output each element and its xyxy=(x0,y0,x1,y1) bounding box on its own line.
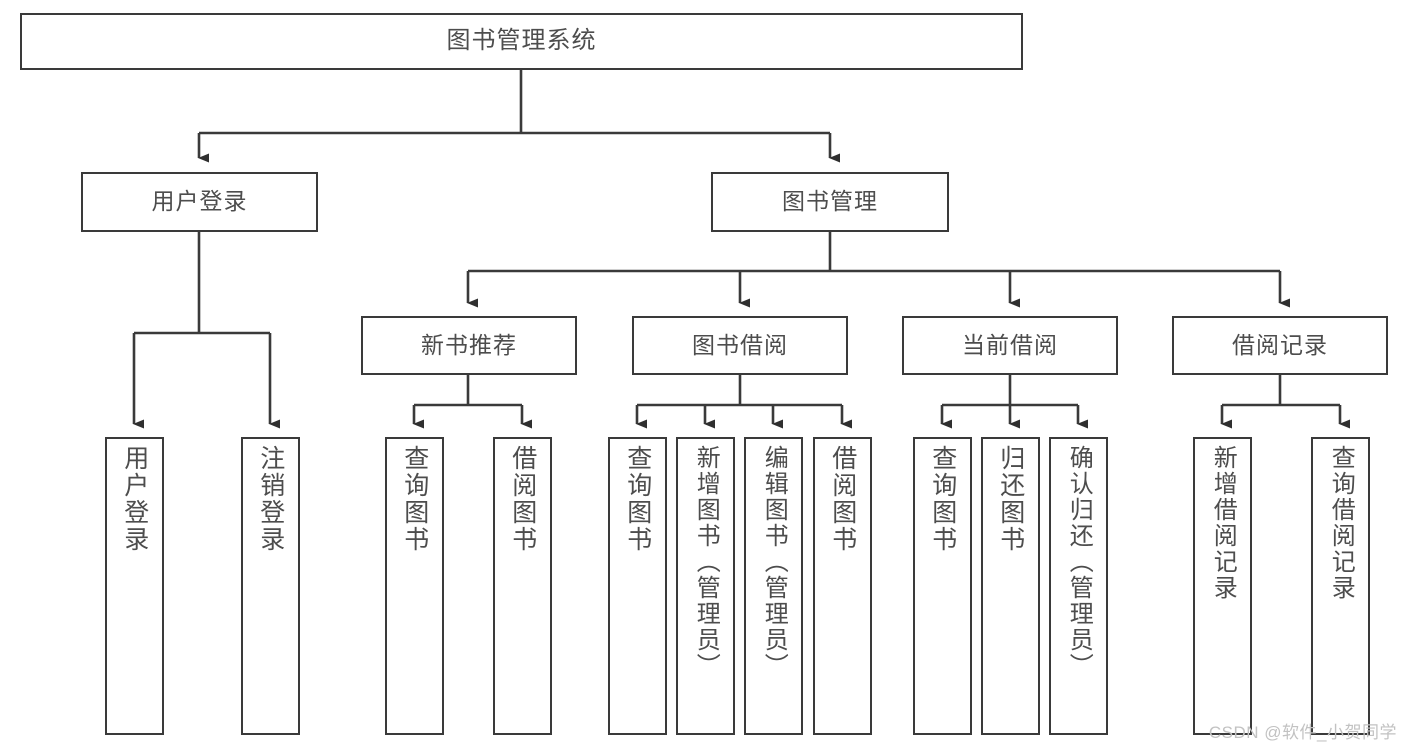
node-new-book-recommend-label: 新书推荐 xyxy=(421,331,517,358)
leaf-user-login-logout-label: 注销登录 xyxy=(256,445,285,553)
leaf-new-book-borrow-label: 借阅图书 xyxy=(508,445,537,553)
leaf-new-book-query[interactable]: 查询图书 xyxy=(385,437,444,735)
leaf-user-login-logout[interactable]: 注销登录 xyxy=(241,437,300,735)
leaf-book-borrow-borrow-label: 借阅图书 xyxy=(828,445,857,553)
node-book-management[interactable]: 图书管理 xyxy=(711,172,949,232)
leaf-book-borrow-query-label: 查询图书 xyxy=(623,445,652,553)
leaf-borrow-record-query[interactable]: 查询借阅记录 xyxy=(1311,437,1370,735)
leaf-current-borrow-confirm-return[interactable]: 确认归还（管理员） xyxy=(1049,437,1108,735)
leaf-current-borrow-query-label: 查询图书 xyxy=(928,445,957,553)
leaf-new-book-query-label: 查询图书 xyxy=(400,445,429,553)
leaf-current-borrow-confirm-return-label: 确认归还（管理员） xyxy=(1065,445,1093,679)
leaf-book-borrow-edit[interactable]: 编辑图书（管理员） xyxy=(744,437,803,735)
node-user-login[interactable]: 用户登录 xyxy=(81,172,318,232)
node-book-borrow[interactable]: 图书借阅 xyxy=(632,316,848,375)
node-root-system-label: 图书管理系统 xyxy=(446,27,597,55)
node-book-management-label: 图书管理 xyxy=(782,188,878,215)
watermark-text: CSDN @软件_小贺同学 xyxy=(1208,723,1397,742)
leaf-borrow-record-query-label: 查询借阅记录 xyxy=(1327,445,1355,601)
node-current-borrow-label: 当前借阅 xyxy=(962,331,1058,358)
leaf-book-borrow-add[interactable]: 新增图书（管理员） xyxy=(676,437,735,735)
leaf-book-borrow-query[interactable]: 查询图书 xyxy=(608,437,667,735)
node-new-book-recommend[interactable]: 新书推荐 xyxy=(361,316,577,375)
leaf-book-borrow-borrow[interactable]: 借阅图书 xyxy=(813,437,872,735)
leaf-current-borrow-return-label: 归还图书 xyxy=(996,445,1025,553)
leaf-book-borrow-edit-label: 编辑图书（管理员） xyxy=(760,445,788,679)
leaf-user-login-login[interactable]: 用户登录 xyxy=(105,437,164,735)
node-root-system[interactable]: 图书管理系统 xyxy=(20,13,1023,70)
leaf-new-book-borrow[interactable]: 借阅图书 xyxy=(493,437,552,735)
node-book-borrow-label: 图书借阅 xyxy=(692,331,788,358)
leaf-borrow-record-add[interactable]: 新增借阅记录 xyxy=(1193,437,1252,735)
leaf-user-login-login-label: 用户登录 xyxy=(120,445,149,553)
node-borrow-record[interactable]: 借阅记录 xyxy=(1172,316,1388,375)
leaf-current-borrow-return[interactable]: 归还图书 xyxy=(981,437,1040,735)
node-current-borrow[interactable]: 当前借阅 xyxy=(902,316,1118,375)
node-borrow-record-label: 借阅记录 xyxy=(1232,331,1328,358)
leaf-book-borrow-add-label: 新增图书（管理员） xyxy=(692,445,720,679)
leaf-borrow-record-add-label: 新增借阅记录 xyxy=(1209,445,1237,601)
node-user-login-label: 用户登录 xyxy=(151,188,248,215)
leaf-current-borrow-query[interactable]: 查询图书 xyxy=(913,437,972,735)
